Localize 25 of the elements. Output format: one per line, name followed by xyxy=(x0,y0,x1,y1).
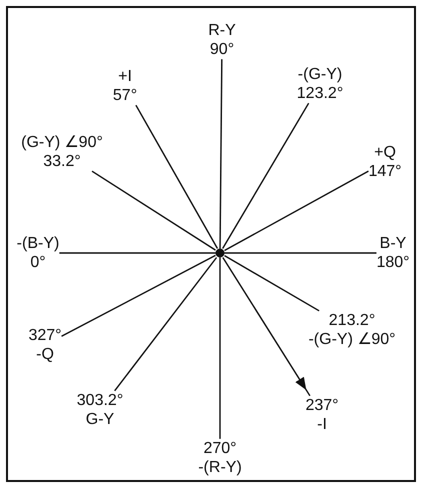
vector-label: R-Y 90° xyxy=(208,20,236,60)
vector-label: (G-Y) ∠90° 33.2° xyxy=(21,132,103,172)
phasor-line xyxy=(222,102,310,249)
phasor-arrow xyxy=(222,257,311,396)
phasor-line xyxy=(61,254,216,337)
vector-label: 213.2° -(G-Y) ∠90° xyxy=(308,310,396,350)
phasor-line xyxy=(219,59,223,248)
vector-label: 303.2° G-Y xyxy=(76,390,124,430)
phasor-line xyxy=(92,170,216,251)
vector-label: 270° -(R-Y) xyxy=(198,438,242,478)
vector-label: -(B-Y) 0° xyxy=(16,234,60,272)
vector-label: +I 57° xyxy=(112,66,138,106)
phasor-line xyxy=(59,252,216,254)
vector-label: -(G-Y) 123.2° xyxy=(296,64,344,104)
phasor-line xyxy=(135,104,218,249)
phasor-line xyxy=(224,170,369,252)
phasor-line xyxy=(114,257,218,392)
phasor-line xyxy=(219,258,221,439)
vector-label: 237° -I xyxy=(305,396,339,434)
origin-dot xyxy=(216,248,224,258)
vector-label: B-Y 180° xyxy=(376,234,410,272)
vector-label: +Q 147° xyxy=(368,142,402,182)
phasor-line xyxy=(224,255,320,312)
vector-label: 327° -Q xyxy=(28,326,62,364)
phasor-line xyxy=(224,252,376,254)
